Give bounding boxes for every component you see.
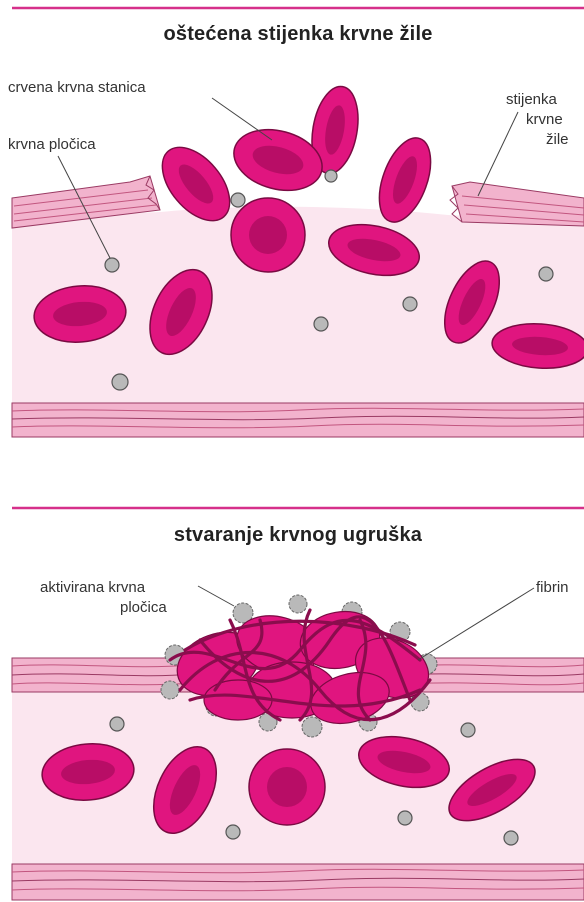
leader-fibrin bbox=[418, 588, 534, 660]
label-vessel-wall-line3: žile bbox=[546, 131, 569, 148]
label-red-blood-cell: crvena krvna stanica bbox=[8, 79, 146, 96]
platelet bbox=[539, 267, 553, 281]
trapped-red-cell bbox=[204, 680, 272, 720]
vessel-wall-upper-right bbox=[450, 182, 584, 226]
platelet bbox=[403, 297, 417, 311]
platelet bbox=[314, 317, 328, 331]
activated-platelet bbox=[161, 681, 179, 699]
vessel-wall-lower-2 bbox=[12, 864, 584, 900]
label-fibrin: fibrin bbox=[536, 579, 569, 596]
platelet bbox=[461, 723, 475, 737]
label-activated-platelet-line1: aktivirana krvna bbox=[40, 579, 146, 596]
panel-damaged-vessel: oštećena stijenka krvne žile bbox=[8, 8, 584, 437]
platelet bbox=[110, 717, 124, 731]
leader-activated-platelet bbox=[198, 586, 234, 606]
panel2-title: stvaranje krvnog ugruška bbox=[174, 524, 423, 546]
leader-red-blood-cell bbox=[212, 98, 272, 140]
red-blood-cell bbox=[231, 198, 305, 272]
vessel-wall-lower bbox=[12, 403, 584, 437]
activated-platelet bbox=[289, 595, 307, 613]
leader-vessel-wall bbox=[478, 112, 518, 196]
platelet bbox=[105, 258, 119, 272]
red-blood-cell bbox=[249, 749, 325, 825]
label-vessel-wall-line1: stijenka bbox=[506, 91, 558, 108]
activated-platelet bbox=[302, 717, 322, 737]
panel1-title: oštećena stijenka krvne žile bbox=[163, 23, 432, 45]
panel-clot-formation: stvaranje krvnog ugruška bbox=[12, 508, 584, 900]
label-activated-platelet-line2: pločica bbox=[120, 599, 167, 616]
platelet bbox=[231, 193, 245, 207]
label-vessel-wall-line2: krvne bbox=[526, 111, 563, 128]
platelet bbox=[398, 811, 412, 825]
platelet bbox=[226, 825, 240, 839]
label-platelet: krvna pločica bbox=[8, 136, 96, 153]
platelet bbox=[504, 831, 518, 845]
platelet bbox=[112, 374, 128, 390]
platelet bbox=[325, 170, 337, 182]
